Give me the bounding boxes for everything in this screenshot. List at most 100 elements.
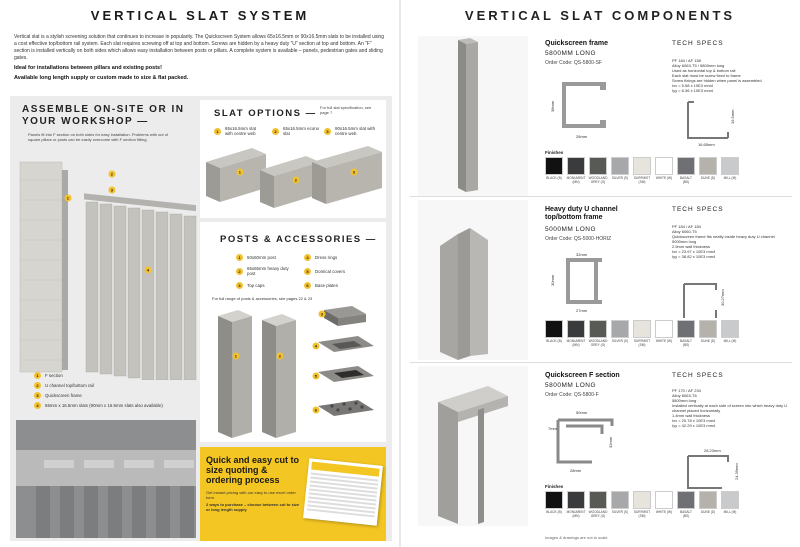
finish-swatch: MILL (M) (721, 491, 739, 518)
posts-illustration: 1 2 3 4 5 6 (218, 306, 374, 438)
finish-name: SILVER (S) (611, 510, 629, 514)
finish-name: MILL (M) (723, 339, 737, 343)
post-number: 1 (236, 254, 243, 261)
svg-text:4: 4 (315, 344, 318, 349)
finish-swatch: DUNE (D) (699, 491, 717, 518)
spec-item: Alloy 6060-T5 (672, 229, 697, 234)
quick-desc-ways: 2 ways to purchase – choose between cut … (206, 502, 300, 512)
frame-end-drawing: 19.5mm 16.65mm (687, 101, 735, 147)
tech-specs-list: PF 184 / AF 158 Alloy 6063-T5 / 5800mm l… (672, 58, 797, 93)
post-label: Dress rings (315, 255, 338, 260)
svg-text:1: 1 (235, 354, 238, 359)
finish-swatch: SURFMIST (SM) (633, 491, 651, 518)
spec-item: 2.5mm wall thickness (672, 244, 711, 249)
frame-profile-image (458, 38, 478, 192)
component-length: 5000MM LONG (545, 226, 597, 233)
tech-specs-heading: TECH SPECS (672, 372, 724, 379)
finish-swatch: WOODLAND GREY (G) (589, 491, 607, 518)
finishes-label: Finishes (545, 484, 564, 489)
finish-swatch: DUNE (D) (699, 157, 717, 184)
post-label: Top caps (247, 283, 265, 288)
spec-item: 1.4mm wall thickness (672, 413, 711, 418)
posts-accessories-title: POSTS & ACCESSORIES — (220, 234, 377, 245)
dim-width: 27mm (576, 308, 588, 313)
finish-swatch: BASALT (BS) (677, 157, 695, 184)
svg-text:4: 4 (147, 268, 150, 273)
u-channel-cross-section-drawing: 32mm 30mm 27mm (550, 252, 602, 313)
spec-item: PF 170 / AF 234 (672, 388, 701, 393)
spec-item: Ixx = 20.78 x 10E3 mm4 (672, 418, 716, 423)
finish-swatch: WHITE (W) (655, 320, 673, 347)
ideal-note: Ideal for installations between pillars … (14, 65, 162, 71)
svg-text:3: 3 (321, 312, 324, 317)
spec-item: Iyy = 38.82 x 10E3 mm4 (672, 254, 716, 259)
svg-text:3: 3 (111, 188, 114, 193)
finish-name: MONUMENT (MN) (566, 176, 586, 184)
dim-top: 32mm (576, 252, 588, 257)
spec-item: Installed vertically at each side of scr… (672, 403, 788, 413)
finish-name: DUNE (D) (700, 339, 716, 343)
finish-swatch: WOODLAND GREY (G) (589, 320, 607, 347)
dim-depth: 30.27mm (720, 289, 725, 306)
finish-name: WHITE (W) (655, 510, 673, 514)
frame-cross-section-drawing: 38mm 28mm (550, 82, 606, 139)
available-note: Available long length supply or custom m… (14, 75, 189, 81)
slat-closeup-photo (16, 420, 196, 538)
finish-name: WHITE (W) (655, 339, 673, 343)
tech-specs-heading: TECH SPECS (672, 40, 724, 47)
order-code: Order Code: QS-5000-HORIZ (545, 236, 612, 242)
dim-side: 32mm (608, 436, 613, 448)
component-name: Heavy duty U channel top/bottom frame (545, 206, 618, 221)
component-name: Quickscreen frame (545, 40, 609, 47)
f-section-image (438, 386, 508, 524)
finish-name: BASALT (BS) (680, 176, 692, 184)
post-number: 2 (236, 267, 243, 275)
order-code: Order Code: QS-5800-SF (545, 60, 602, 66)
finish-swatches: BLACK (B) MONUMENT (MN) WOODLAND GREY (G… (545, 491, 739, 518)
slat-label: 65x16.5mm slat with centre web (225, 126, 256, 136)
finish-swatch: MONUMENT (MN) (567, 320, 585, 347)
finish-name: SILVER (S) (611, 176, 629, 180)
page-divider (399, 0, 401, 547)
finish-swatch: MONUMENT (MN) (567, 491, 585, 518)
finish-name: SURFMIST (SM) (633, 339, 651, 347)
finish-swatch: BLACK (B) (545, 320, 563, 347)
spec-item: Screw fixings are hidden when panel is a… (672, 78, 762, 83)
post-label: 50x50mm post (247, 255, 276, 260)
finish-swatch: MILL (M) (721, 157, 739, 184)
dim-bottom: 28mm (570, 468, 582, 473)
svg-text:5: 5 (315, 374, 318, 379)
quick-ordering-title: Quick and easy cut to size quoting & ord… (206, 455, 300, 485)
finish-swatch: SURFMIST (SM) (633, 320, 651, 347)
dim-width: 28mm (576, 134, 588, 139)
spec-item: Alloy 6063-T5 / 5800mm long (672, 63, 725, 68)
post-item: 1 50x50mm post (236, 254, 276, 261)
post-number: 6 (304, 282, 311, 289)
slat-number: 1 (214, 127, 221, 135)
component-name: Quickscreen F section (545, 372, 620, 379)
svg-text:3: 3 (353, 170, 356, 175)
tech-specs-list: PF 184 / AF 184 Alloy 6060-T5 Quickscree… (672, 224, 797, 259)
post-number: 3 (236, 282, 243, 289)
svg-text:1: 1 (239, 170, 242, 175)
finish-name: BASALT (BS) (680, 339, 692, 347)
finish-swatch: WHITE (W) (655, 491, 673, 518)
component-divider (410, 362, 792, 363)
slat-number: 2 (272, 127, 279, 135)
order-code: Order Code: QS-5800-F (545, 392, 599, 398)
finish-name: MONUMENT (MN) (566, 510, 586, 518)
quick-ordering-description: Get instant pricing with our easy to use… (206, 490, 301, 512)
spec-item: Iyy = 6.36 x 10E3 mm4 (672, 88, 714, 93)
spec-item: Each slat must be screw fixed to frame (672, 73, 741, 78)
top-rail (84, 193, 196, 212)
finish-name: WOODLAND GREY (G) (588, 339, 608, 347)
f-section-bar (62, 170, 68, 370)
finish-swatches: BLACK (B) MONUMENT (MN) WOODLAND GREY (G… (545, 320, 739, 347)
slat-profiles-illustration: 1 2 3 (206, 146, 382, 208)
scale-footnote: Images & drawings are not to scale (545, 535, 608, 540)
f-section-photo (418, 366, 528, 526)
